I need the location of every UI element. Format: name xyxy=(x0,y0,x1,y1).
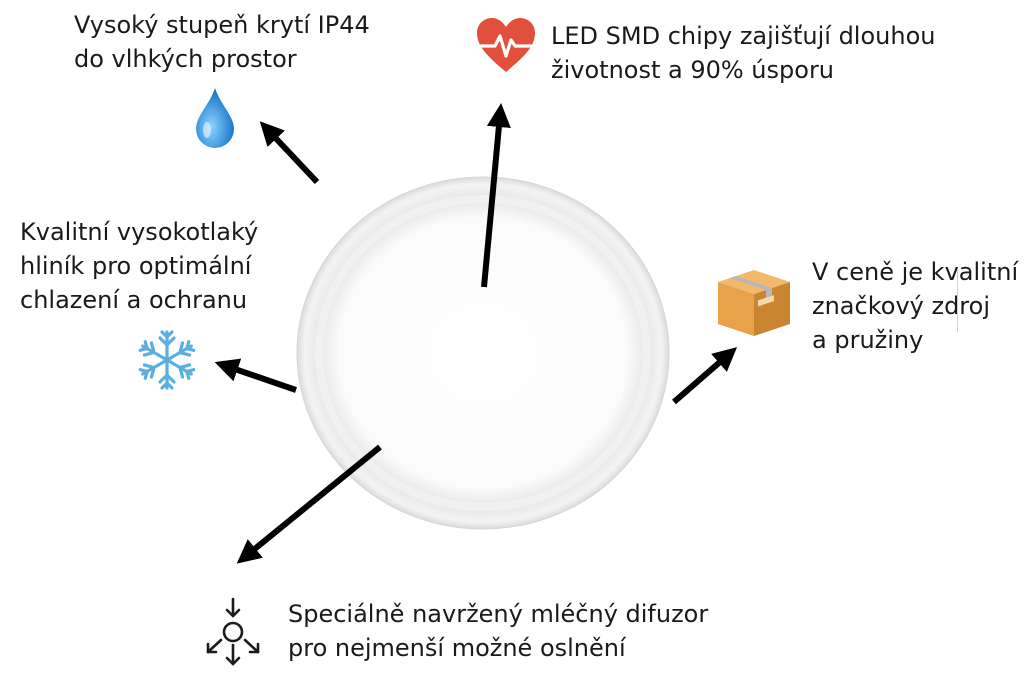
feature-diffuser-line2: pro nejmenší možné oslnění xyxy=(288,634,626,662)
led-panel-image xyxy=(296,176,670,530)
feature-aluminium-line1: Kvalitní vysokotlaký xyxy=(20,218,259,246)
snowflake-icon xyxy=(137,330,197,390)
feature-driver-line2: značkový zdroj xyxy=(812,292,990,320)
heart-pulse-icon xyxy=(477,18,535,72)
feature-waterproof-line1: Vysoký stupeň krytí IP44 xyxy=(74,11,370,39)
feature-led-line2: životnost a 90% úsporu xyxy=(551,56,835,84)
arrow-driver xyxy=(672,347,738,405)
feature-aluminium-line3: chlazení a ochranu xyxy=(20,286,248,314)
feature-diffuser-text: Speciálně navržený mléčný difuzor pro ne… xyxy=(288,597,708,665)
diffuse-light-icon xyxy=(206,597,260,666)
arrow-aluminium xyxy=(214,358,297,393)
feature-aluminium-line2: hliník pro optimální xyxy=(20,252,252,280)
feature-driver-line1: V ceně je kvalitní xyxy=(812,258,1019,286)
box-icon xyxy=(718,270,790,336)
feature-driver-line3: a pružiny xyxy=(812,326,924,354)
feature-waterproof-text: Vysoký stupeň krytí IP44 do vlhkých pros… xyxy=(74,8,370,76)
feature-led-text: LED SMD chipy zajišťují dlouhou životnos… xyxy=(551,19,935,87)
feature-led-line1: LED SMD chipy zajišťují dlouhou xyxy=(551,22,936,50)
divider-line xyxy=(957,270,958,332)
feature-waterproof-line2: do vlhkých prostor xyxy=(74,45,297,73)
feature-aluminium-text: Kvalitní vysokotlaký hliník pro optimáln… xyxy=(20,215,258,317)
feature-diffuser-line1: Speciálně navržený mléčný difuzor xyxy=(288,600,709,628)
feature-driver-text: V ceně je kvalitní značkový zdroj a pruž… xyxy=(812,255,1018,357)
water-drop-icon xyxy=(196,88,234,148)
